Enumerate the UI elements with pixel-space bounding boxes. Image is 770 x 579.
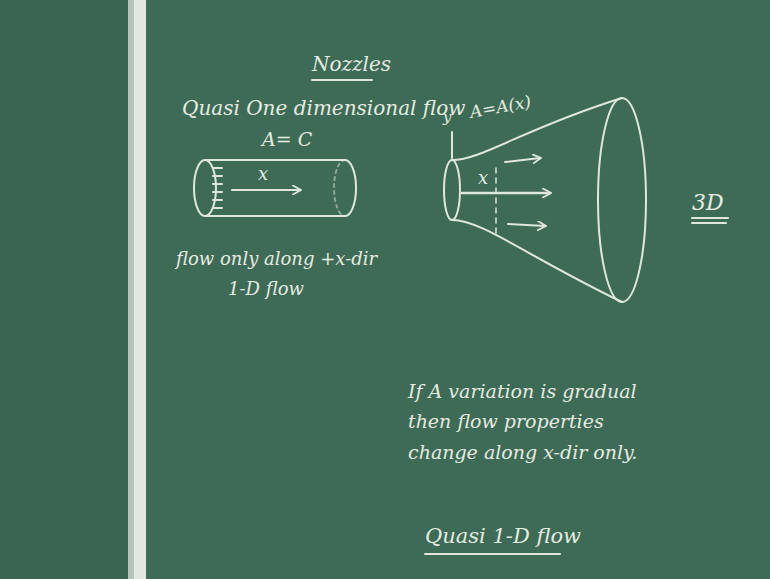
chalk-label: A= C bbox=[262, 128, 312, 151]
chalk-label: 1-D flow bbox=[228, 278, 304, 300]
chalk-label: If A variation is gradual then flow prop… bbox=[408, 376, 658, 467]
chalk-label: Quasi One dimensional flow bbox=[182, 96, 465, 120]
chalk-label: x bbox=[478, 167, 488, 189]
chalk-label: Quasi 1-D flow bbox=[425, 524, 581, 549]
chalk-label: x bbox=[258, 163, 268, 185]
chalk-label: y bbox=[443, 108, 451, 126]
chalk-label: A=A(x) bbox=[468, 91, 532, 122]
chalk-label: 3D bbox=[692, 190, 724, 216]
chalk-label: flow only along +x-dir bbox=[176, 248, 377, 270]
heading: Nozzles bbox=[312, 52, 391, 76]
